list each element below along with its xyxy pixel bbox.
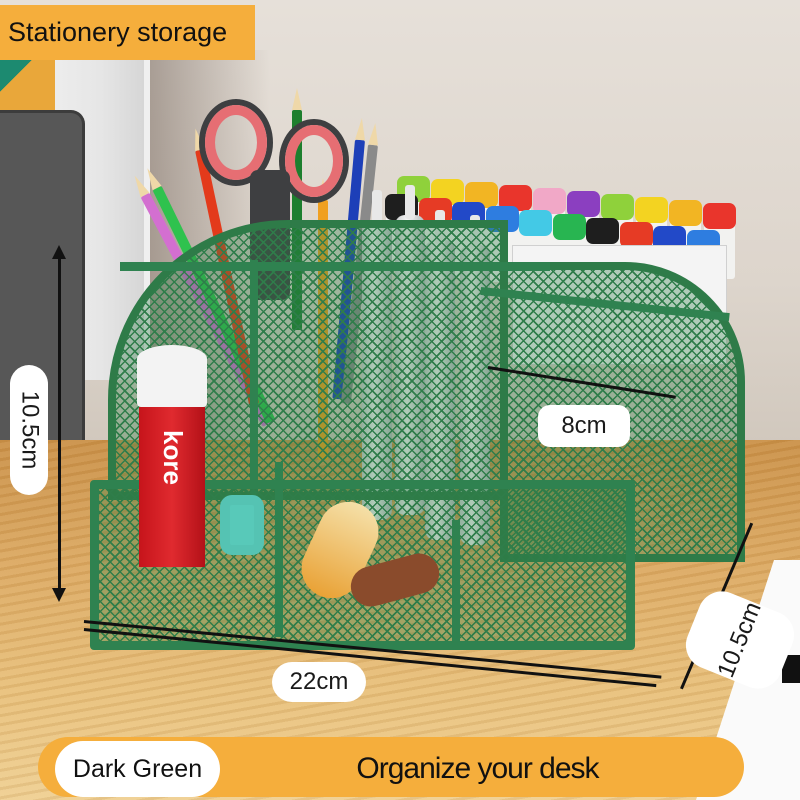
marker-cap: [567, 191, 600, 217]
marker-cap: [552, 214, 586, 240]
compartment-label: 8cm: [538, 405, 630, 447]
scissors-ring-right: [285, 125, 343, 197]
marker-cap: [703, 203, 736, 229]
paper-logo: [782, 655, 800, 683]
tray-divider: [275, 462, 283, 637]
color-variant-badge[interactable]: Dark Green: [55, 741, 220, 797]
marker-cap: [601, 194, 634, 220]
marker-cap: [635, 197, 668, 223]
arrow-head-down-icon: [52, 588, 66, 602]
width-label: 22cm: [272, 662, 366, 702]
page-title: Stationery storage: [0, 5, 255, 60]
organizer-divider: [250, 260, 258, 510]
height-arrow: [58, 252, 61, 592]
tray-divider: [452, 520, 460, 645]
glue-stick-body: [139, 407, 205, 567]
slogan: Organize your desk: [356, 752, 599, 785]
glue-stick: kore: [137, 345, 207, 570]
scissors-ring-left: [205, 105, 267, 180]
tape-dispenser: [220, 495, 264, 555]
marker-cap: [519, 210, 552, 236]
marker-cap: [533, 188, 566, 214]
marker-cap: [586, 218, 619, 244]
organizer-top-rail: [120, 262, 550, 271]
glue-stick-brand: kore: [158, 430, 188, 485]
height-label: 10.5cm: [10, 365, 48, 495]
frame-artwork: [0, 60, 55, 110]
marker-cap: [619, 222, 653, 248]
glue-stick-cap: [137, 345, 207, 407]
marker-cap: [669, 200, 702, 226]
arrow-head-up-icon: [52, 245, 66, 259]
